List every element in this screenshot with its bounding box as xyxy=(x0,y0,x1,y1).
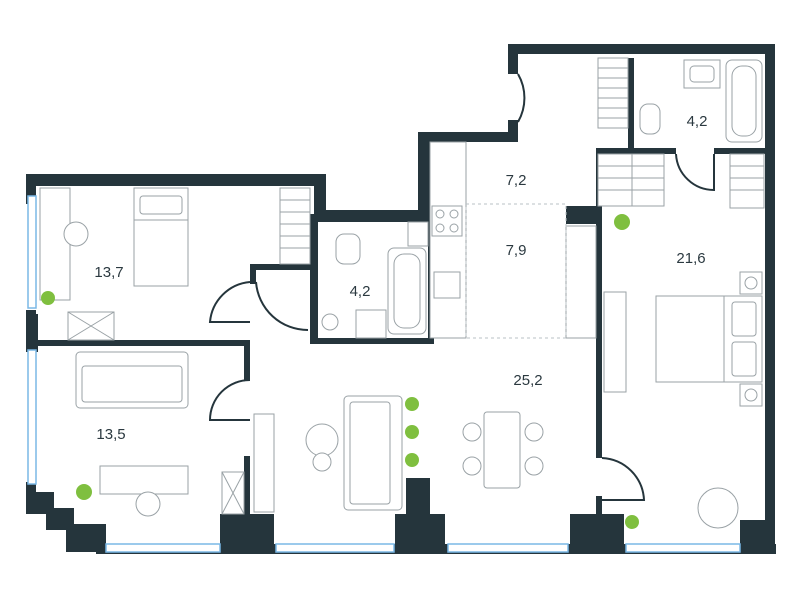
doors xyxy=(208,73,715,501)
room-area-hall: 7,2 xyxy=(506,172,527,189)
room-area-bath-mid: 4,2 xyxy=(350,283,371,300)
windows xyxy=(27,195,741,553)
plants xyxy=(41,214,639,529)
furniture xyxy=(39,187,739,529)
room-area-living: 25,2 xyxy=(513,372,542,389)
wardrobes xyxy=(67,57,765,515)
exterior-walls xyxy=(26,44,776,554)
room-area-kitchen: 7,9 xyxy=(506,242,527,259)
room-labels: 7,2 4,2 13,7 7,9 4,2 21,6 25,2 13,5 xyxy=(94,113,707,443)
room-area-bath-top: 4,2 xyxy=(687,113,708,130)
bathroom-fixtures xyxy=(321,59,763,339)
room-area-bedroom-right: 21,6 xyxy=(676,250,705,267)
beds xyxy=(133,187,763,407)
kitchen-unit xyxy=(429,141,597,339)
room-area-bedroom-left: 13,7 xyxy=(94,264,123,281)
room-area-bedroom-bottom: 13,5 xyxy=(96,426,125,443)
